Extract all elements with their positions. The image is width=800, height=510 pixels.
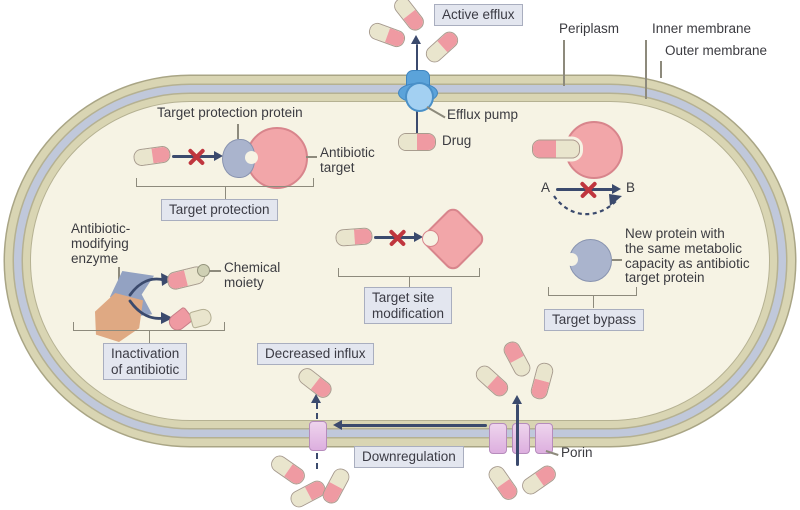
modified-target-notch [422,230,439,247]
antibiotic-capsule-icon [485,462,521,504]
porin-icon [535,423,553,454]
blocked-binding-arrowhead [214,151,223,161]
protein-binding-notch [245,151,258,164]
pathway-substrate-label: A [541,180,551,195]
influx-arrow [516,404,519,466]
downregulation-label-box: Downregulation [354,446,464,468]
antibiotic-capsule-icon [334,227,374,247]
inactivation-bracket [73,322,225,343]
antibiotic-capsule-icon [267,452,309,488]
antibiotic-capsule-icon [366,20,408,50]
outer-membrane-leader-line [660,61,662,78]
new-protein-notch [565,253,578,266]
drug-label: Drug [442,133,472,148]
periplasm-leader-line [563,40,565,86]
efflux-arrowhead [411,35,421,44]
blocked-binding-arrowhead [414,232,423,242]
porin-label: Porin [561,445,593,460]
porin-icon [512,423,530,454]
inner-membrane-label: Inner membrane [652,21,752,36]
target-bypass-bracket [548,287,637,308]
antibiotic-capsule-icon [518,462,560,498]
new-protein-label: New protein with the same metabolic capa… [625,226,750,286]
target-site-modification-label-box: Target site modification [364,287,453,324]
efflux-pump-label: Efflux pump [447,107,519,122]
chemical-moiety-leader-line [209,270,221,272]
target-site-modification-bracket [338,268,480,289]
pathway-product-label: B [626,180,636,195]
blocked-pathway-arrowhead [612,184,621,194]
drug-capsule-icon [398,133,436,151]
downregulation-arrow [341,424,487,427]
antibiotic-target-label: Antibiotic target [320,145,375,175]
porin-icon [489,423,507,454]
target-protection-label-box: Target protection [161,199,278,221]
inner-membrane-leader-line [645,40,647,99]
antibiotic-capsule-icon [422,28,462,66]
bound-antibiotic-capsule-icon [532,139,580,159]
target-protection-protein-leader-line [237,124,239,139]
porin-icon [309,421,327,451]
target-bypass-label-box: Target bypass [544,309,645,331]
antibiotic-modifying-enzyme-label: Antibiotic- modifying enzyme [71,221,131,266]
outer-membrane-label: Outer membrane [665,43,768,58]
antibiotic-target-leader-line [306,156,317,158]
active-efflux-label-box: Active efflux [434,4,523,26]
bypass-route-dashed-arrow [553,194,622,216]
influx-arrowhead [512,395,522,404]
new-protein-leader-line [612,259,622,261]
decreased-influx-arrowhead [311,394,321,403]
periplasm-label: Periplasm [559,21,620,36]
decreased-influx-label-box: Decreased influx [257,343,374,365]
target-protection-bracket [136,178,314,199]
enzyme-leader-line [118,267,120,283]
downregulation-arrowhead [333,420,342,430]
inactivation-label-box: Inactivation of antibiotic [103,343,188,380]
efflux-pump-icon [398,70,438,112]
target-protection-protein-label: Target protection protein [157,105,303,120]
chemical-moiety-label: Chemical moiety [224,260,281,290]
